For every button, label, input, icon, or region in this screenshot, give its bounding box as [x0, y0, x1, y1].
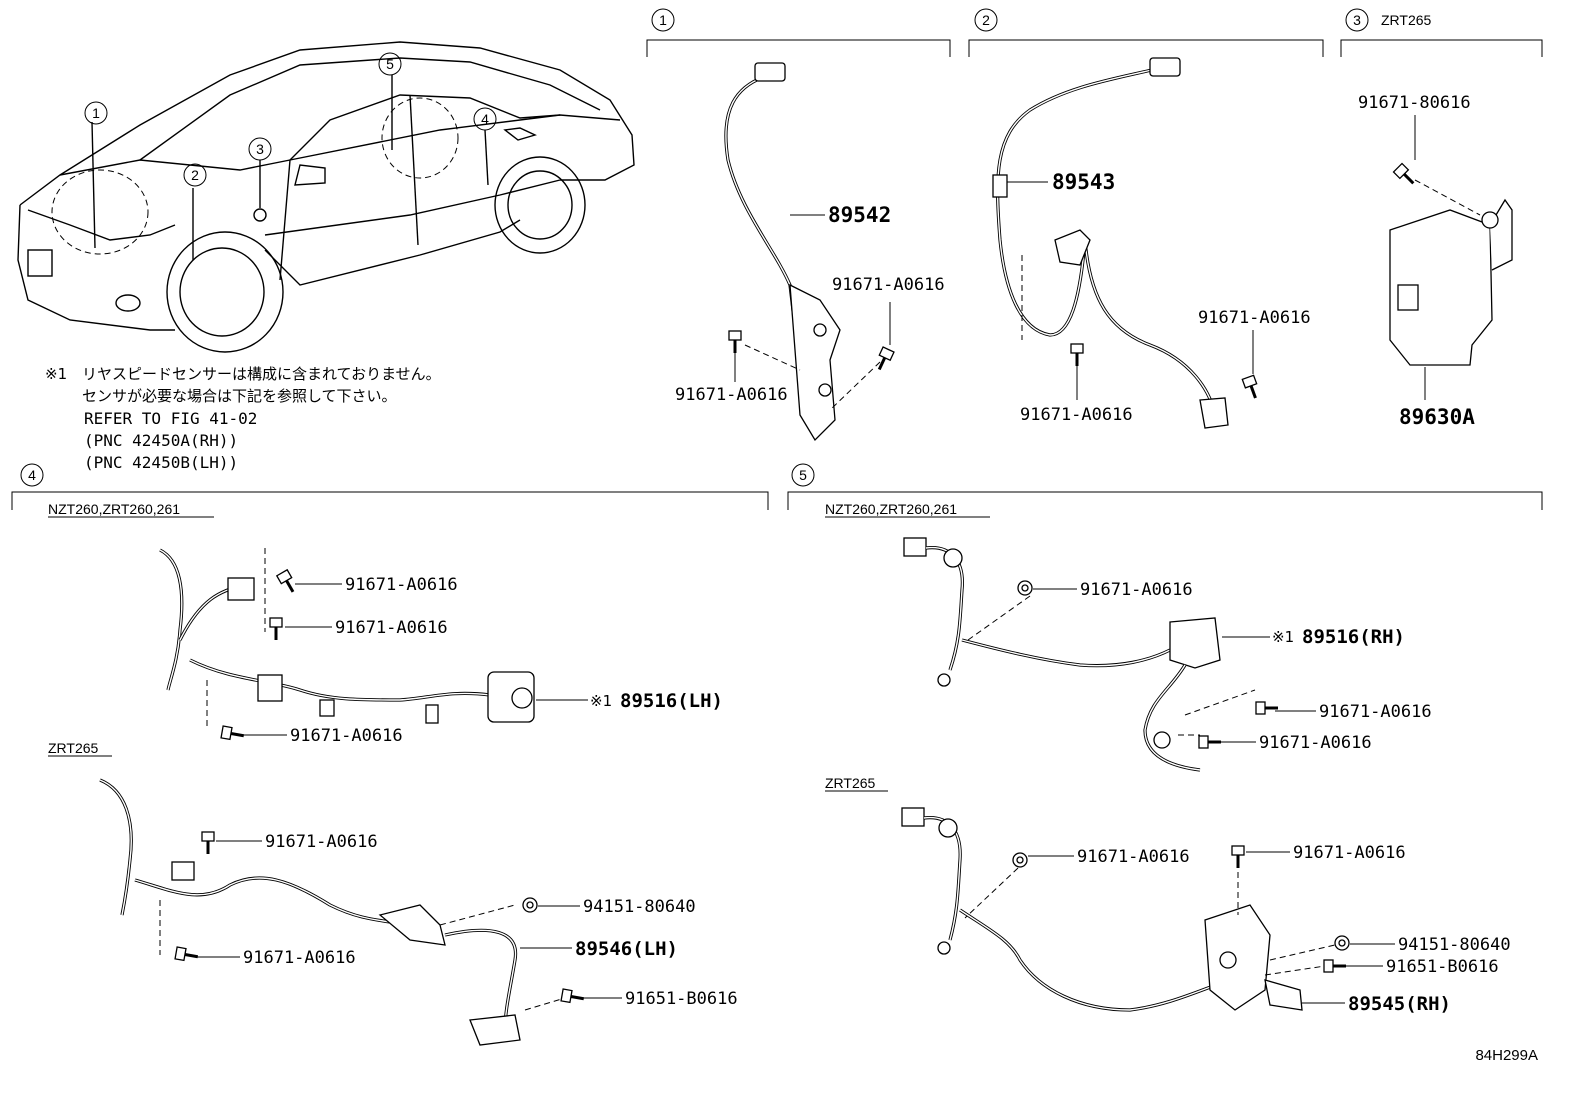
section-5-number: 5	[799, 467, 807, 483]
note-line-1: リヤスピードセンサーは構成に含まれておりません。	[82, 365, 441, 383]
section-1-bracket	[646, 39, 951, 57]
s1-bolt-left-part: 91671-A0616	[675, 385, 788, 405]
section-4-variant-b: ZRT265	[48, 740, 99, 756]
s4a-main-mark: ※1	[590, 692, 612, 710]
car-callout-4	[473, 107, 497, 131]
section-4-variant-a: NZT260,ZRT260,261	[48, 501, 180, 517]
s5b-bolt-1-part: 91671-A0616	[1077, 847, 1190, 867]
section-3-marker	[1345, 8, 1369, 32]
s4a-main-part: 89516(LH)	[620, 690, 723, 712]
note-line-2: センサが必要な場合は下記を参照して下さい。	[82, 387, 397, 405]
s5a-bolt-3-part: 91671-A0616	[1259, 733, 1372, 753]
car-callout-5-label: 5	[386, 56, 394, 72]
s2-bolt-left-part: 91671-A0616	[1020, 405, 1133, 425]
car-illustration: 1 2 3 4 5	[17, 41, 635, 353]
section-5-bracket	[787, 491, 1543, 510]
section-3-number: 3	[1353, 12, 1361, 28]
s3-main-part: 89630A	[1399, 405, 1475, 429]
s5b-nut-part: 94151-80640	[1398, 935, 1511, 955]
note-line-5: (PNC 42450B(LH))	[84, 453, 238, 472]
s3-bolt-part: 91671-80616	[1358, 93, 1471, 113]
s5a-main-part: 89516(RH)	[1302, 626, 1405, 648]
section-1-marker	[651, 8, 675, 32]
section-3: 3 ZRT265 91671-80616 89630A	[1340, 8, 1543, 429]
section-4-bracket	[11, 491, 769, 510]
s4b-bolt-3-part: 91651-B0616	[625, 989, 738, 1009]
section-3-bracket	[1340, 39, 1543, 57]
note-line-3: REFER TO FIG 41-02	[84, 409, 257, 428]
s5b-main-part: 89545(RH)	[1348, 993, 1451, 1015]
section-4: 4 NZT260,ZRT260,261 91671-A0616 91671-A0…	[11, 463, 769, 1046]
s1-main-part: 89542	[828, 203, 891, 227]
car-callout-2-label: 2	[191, 167, 199, 183]
note-mark: ※1	[45, 365, 67, 383]
s5a-bolt-1-part: 91671-A0616	[1080, 580, 1193, 600]
section-2-bracket	[968, 39, 1324, 57]
car-callout-2	[183, 163, 207, 187]
section-1-number: 1	[659, 12, 667, 28]
section-1: 1 89542 91671-A0616 91671-A0616	[646, 8, 951, 442]
car-callout-1	[84, 101, 108, 125]
section-4-number: 4	[28, 467, 36, 483]
section-5-marker	[791, 463, 815, 487]
s4b-bolt-2-part: 91671-A0616	[243, 948, 356, 968]
figure-reference: 84H299A	[1475, 1047, 1538, 1064]
s4a-bolt-2-part: 91671-A0616	[335, 618, 448, 638]
note-block: ※1 リヤスピードセンサーは構成に含まれておりません。 センサが必要な場合は下記…	[45, 365, 441, 472]
s1-bolt-right-part: 91671-A0616	[832, 275, 945, 295]
section-2-marker	[974, 8, 998, 32]
s5b-bolt-3-part: 91651-B0616	[1386, 957, 1499, 977]
s4b-main-part: 89546(LH)	[575, 938, 678, 960]
s5b-bolt-2-part: 91671-A0616	[1293, 843, 1406, 863]
section-2-number: 2	[982, 12, 990, 28]
section-4-marker	[20, 463, 44, 487]
car-callout-4-label: 4	[481, 111, 489, 127]
car-callout-5	[378, 52, 402, 76]
s2-main-part: 89543	[1052, 170, 1115, 194]
s4a-bolt-1-part: 91671-A0616	[345, 575, 458, 595]
s2-bolt-right-part: 91671-A0616	[1198, 308, 1311, 328]
section-5-variant-b: ZRT265	[825, 775, 876, 791]
section-3-variant: ZRT265	[1381, 12, 1432, 28]
section-5-variant-a: NZT260,ZRT260,261	[825, 501, 957, 517]
s4a-bolt-3-part: 91671-A0616	[290, 726, 403, 746]
section-5: 5 NZT260,ZRT260,261 91671-A0616 ※1 89516…	[787, 463, 1543, 1015]
s5a-main-mark: ※1	[1272, 628, 1294, 646]
s5a-bolt-2-part: 91671-A0616	[1319, 702, 1432, 722]
section-2: 2 89543 91671-A0616 91671-A0616	[968, 8, 1324, 429]
car-callout-3	[248, 137, 272, 161]
s4b-bolt-1-part: 91671-A0616	[265, 832, 378, 852]
note-line-4: (PNC 42450A(RH))	[84, 431, 238, 450]
s4b-nut-part: 94151-80640	[583, 897, 696, 917]
car-callout-3-label: 3	[256, 141, 264, 157]
car-callout-1-label: 1	[92, 105, 100, 121]
